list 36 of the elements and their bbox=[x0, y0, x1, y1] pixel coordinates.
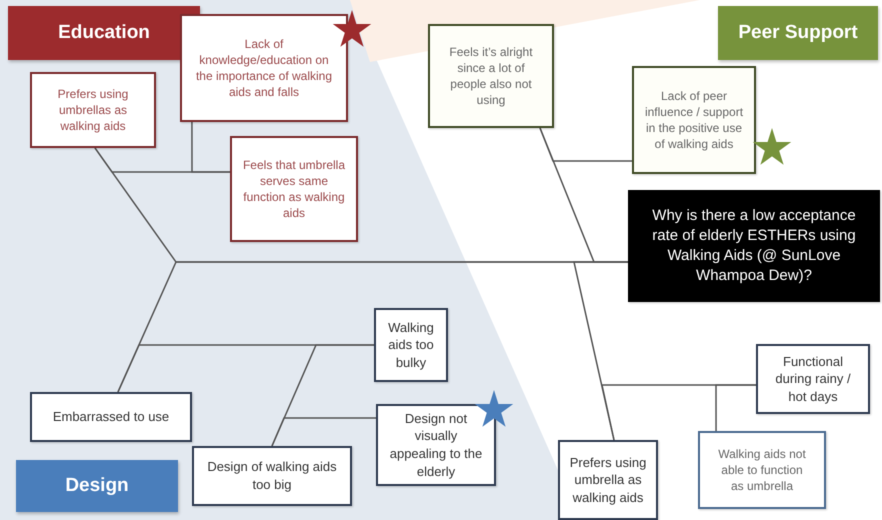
problem-text: Why is there a low acceptance rate of elderly ESTHERs using Walking Aids (@ SunLove Whampoa Dew)? bbox=[651, 206, 857, 286]
cause-text: Feels it’s alright since a lot of people also not using bbox=[448, 44, 534, 108]
category-header bbox=[718, 6, 878, 60]
category-header bbox=[8, 6, 200, 60]
cause-text: Functional during rainy / hot days bbox=[774, 352, 852, 406]
cause-text: Walking aids not able to function as umbrella bbox=[717, 446, 807, 494]
cause-box bbox=[632, 66, 756, 174]
connector-line bbox=[539, 128, 632, 162]
category-title: Peer Support bbox=[738, 21, 858, 46]
cause-box bbox=[374, 308, 448, 382]
cause-box bbox=[376, 404, 496, 486]
category-title: Design bbox=[65, 474, 129, 498]
cause-box bbox=[30, 72, 156, 148]
cause-box bbox=[180, 14, 348, 122]
cause-box bbox=[192, 446, 352, 506]
cause-box bbox=[756, 344, 870, 414]
connector-line bbox=[191, 122, 230, 173]
cause-box bbox=[230, 136, 358, 242]
cause-text: Prefers using umbrella as walking aids bbox=[568, 454, 648, 506]
cause-text: Walking aids too bulky bbox=[387, 318, 435, 372]
category-header bbox=[16, 460, 178, 512]
connector-line bbox=[271, 417, 376, 446]
cause-text: Design of walking aids too big bbox=[206, 458, 338, 494]
cause-text: Lack of peer influence / support in the positive use of walking aids bbox=[644, 88, 744, 152]
cause-text: Design not visually appealing to the elderly bbox=[388, 410, 484, 480]
cause-box bbox=[558, 440, 658, 520]
cause-text: Embarrassed to use bbox=[52, 408, 170, 426]
category-title: Education bbox=[58, 21, 150, 46]
cause-box bbox=[428, 24, 554, 128]
cause-text: Lack of knowledge/education on the importance of walking aids and falls bbox=[194, 36, 334, 100]
connector-line bbox=[715, 384, 756, 431]
problem-box bbox=[628, 190, 880, 302]
cause-box bbox=[30, 392, 192, 442]
cause-text: Feels that umbrella serves same function as walking aids bbox=[242, 156, 346, 222]
cause-box bbox=[698, 431, 826, 509]
cause-text: Prefers using umbrellas as walking aids bbox=[56, 86, 130, 134]
